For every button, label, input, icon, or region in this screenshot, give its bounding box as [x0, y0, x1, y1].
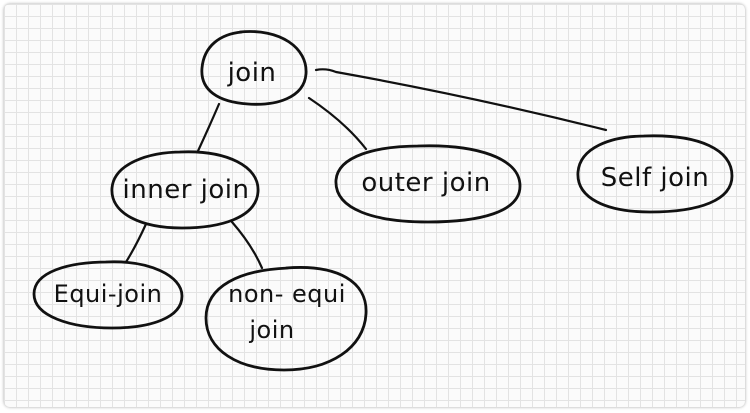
node-equi-join: Equi-join	[32, 260, 184, 330]
node-outer-join-label: outer join	[361, 168, 490, 198]
edge-join-inner-join	[196, 102, 221, 153]
node-non-equi-join-label-line2: join	[248, 316, 294, 344]
node-self-join: Self join	[576, 134, 734, 214]
edge-join-self-join	[314, 68, 608, 132]
node-non-equi-join-label-line1: non- equi	[228, 280, 346, 308]
node-inner-join-ellipse	[110, 150, 260, 230]
node-non-equi-join: non- equi join	[204, 266, 368, 372]
node-equi-join-label: Equi-join	[54, 280, 163, 308]
node-inner-join: inner join	[110, 150, 260, 230]
node-join-ellipse	[200, 30, 308, 106]
node-self-join-ellipse	[576, 134, 734, 214]
grid-paper	[4, 4, 745, 407]
node-equi-join-ellipse	[32, 260, 184, 330]
edge-inner-join-non-equi-join	[230, 220, 264, 270]
node-inner-join-label: inner join	[123, 175, 250, 205]
node-join-label: join	[227, 58, 277, 88]
node-outer-join-ellipse	[334, 144, 522, 224]
node-join: join	[200, 30, 308, 106]
edge-join-outer-join	[307, 96, 368, 151]
node-non-equi-join-ellipse	[204, 266, 368, 372]
edge-inner-join-equi-join	[124, 222, 148, 264]
node-self-join-label: Self join	[601, 163, 709, 193]
node-outer-join: outer join	[334, 144, 522, 224]
